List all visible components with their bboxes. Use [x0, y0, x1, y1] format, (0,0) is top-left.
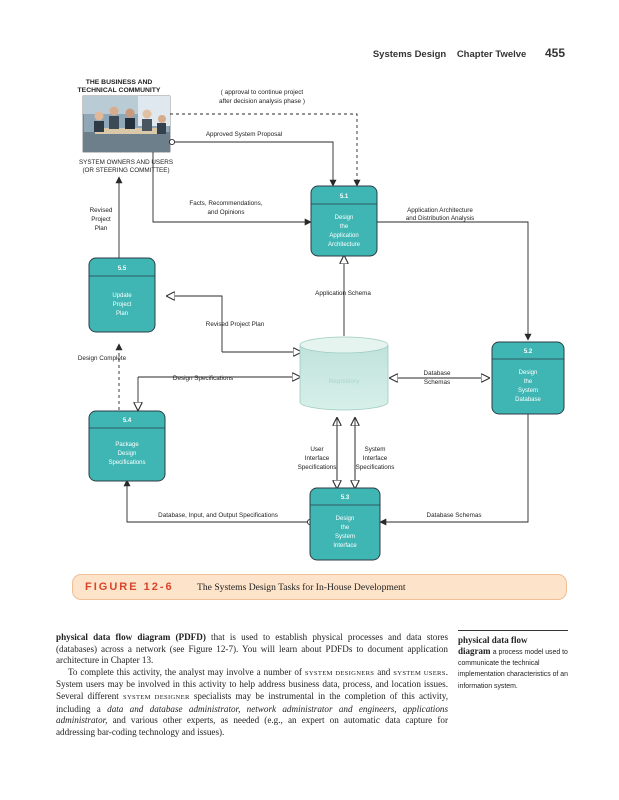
paragraph-text: and various other experts, as needed (e.…	[56, 715, 448, 737]
term-pdfd: physical data flow diagram (PDFD)	[56, 632, 206, 642]
label-facts-2: and Opinions	[207, 209, 244, 216]
role-system-designer: system designer	[122, 693, 190, 701]
community-title-2: TECHNICAL COMMUNITY	[78, 87, 161, 94]
label-db-schemas-1: Database	[424, 370, 451, 377]
process-name-line: Package	[115, 442, 139, 448]
process-id: 5.4	[123, 418, 132, 424]
process-5-3: 5.3 Design the System Interface	[309, 487, 381, 561]
figure-label: FIGURE 12-6	[85, 581, 174, 593]
flow-dbio-specs	[123, 479, 310, 523]
process-name-line: Design	[336, 516, 355, 522]
process-id: 5.1	[340, 194, 349, 200]
label-user-iface-3: Specifications	[298, 464, 337, 471]
process-name-line: Update	[112, 293, 132, 299]
paragraph-text: To complete this activity, the analyst m…	[68, 666, 302, 677]
glossary-term-line: physical data flow	[458, 635, 528, 645]
process-5-1: 5.1 Design the Application Architecture	[310, 185, 378, 257]
label-revised-plan-2: Project	[91, 216, 111, 223]
meeting-photo	[82, 95, 171, 153]
paragraph-text: . System users may be involved in this a…	[56, 666, 449, 701]
process-name-line: Architecture	[328, 242, 361, 248]
label-sys-iface-2: Interface	[363, 455, 388, 462]
process-name-line: Design	[335, 215, 354, 221]
community-note-2: after decision analysis phase )	[219, 98, 305, 105]
paragraph-text: that is used to establish physical proce…	[56, 632, 448, 666]
label-design-specs: Design Specifications	[173, 375, 233, 382]
data-store: Repository	[299, 336, 389, 411]
process-5-2: 5.2 Design the System Database	[491, 341, 565, 415]
glossary-term-line: diagram	[458, 645, 491, 656]
process-name-line: Design	[519, 370, 538, 376]
role-system-designers: system designers	[304, 669, 375, 677]
flow-approved-proposal	[170, 141, 337, 187]
label-app-arch-2: and Distribution Analysis	[406, 215, 475, 222]
figure-title: The Systems Design Tasks for In-House De…	[197, 582, 406, 593]
process-5-4: 5.4 Package Design Specifications	[88, 410, 166, 482]
body-text: physical data flow diagram (PDFD) that i…	[56, 632, 448, 738]
process-id: 5.5	[118, 266, 127, 272]
process-name-line: System	[518, 388, 538, 394]
running-title: Systems Design	[372, 49, 447, 60]
label-app-schema: Application Schema	[315, 290, 371, 297]
process-name-line: Design	[118, 451, 137, 457]
flow-revised-plan-left	[167, 296, 223, 352]
process-id: 5.2	[524, 349, 533, 355]
role-list: data and database administrator, network…	[56, 703, 449, 726]
label-user-iface-2: Interface	[305, 455, 330, 462]
label-revised-plan-1: Revised	[90, 207, 113, 214]
flow-origin-dot	[168, 138, 176, 146]
flow-app-arch	[377, 221, 532, 341]
label-revised-plan-3: Plan	[95, 225, 108, 232]
community-title-1: THE BUSINESS AND	[86, 79, 153, 86]
label-app-arch-1: Application Architecture	[407, 207, 473, 214]
label-db-schemas-2: Schemas	[424, 379, 450, 386]
role-system-users: system users	[393, 669, 446, 677]
flow-lines	[115, 113, 532, 526]
data-store-label: Repository	[328, 378, 360, 385]
process-name-line: Application	[329, 233, 358, 239]
running-chapter: Chapter Twelve	[456, 49, 527, 60]
owners-line-2: (OR STEERING COMMITTEE)	[82, 167, 169, 174]
label-design-complete: Design Complete	[78, 355, 127, 362]
community-note-1: ( approval to continue project	[221, 89, 304, 96]
running-header: Systems Design Chapter Twelve 455	[373, 46, 565, 60]
owners-line-1: SYSTEM OWNERS AND USERS	[79, 159, 173, 166]
process-name-line: Specifications	[108, 460, 145, 466]
process-name-line: Interface	[333, 543, 357, 549]
process-name-line: Plan	[116, 311, 128, 317]
process-name-line: Project	[113, 302, 132, 308]
label-db-schemas-bottom: Database Schemas	[427, 512, 482, 519]
label-dbio-specs: Database, Input, and Output Specificatio…	[158, 512, 278, 519]
process-5-5: 5.5 Update Project Plan	[88, 257, 156, 333]
process-name-line: the	[341, 525, 350, 531]
process-name-line: System	[335, 534, 355, 540]
paragraph-text: specialists may be instrumental in the c…	[56, 690, 449, 714]
glossary-definition: a process model used to communicate the …	[458, 648, 568, 690]
process-name-line: the	[524, 379, 533, 385]
label-sys-iface-3: Specifications	[356, 464, 395, 471]
label-user-iface-1: User	[310, 446, 323, 453]
systems-design-diagram: THE BUSINESS AND TECHNICAL COMMUNITY SYS…	[78, 79, 565, 561]
flow-approval-dashed	[170, 113, 361, 187]
paragraph: physical data flow diagram (PDFD) that i…	[56, 632, 448, 667]
process-id: 5.3	[341, 495, 350, 501]
process-name-line: the	[340, 224, 349, 230]
page-number: 455	[544, 46, 565, 60]
label-revised-project-plan: Revised Project Plan	[206, 321, 265, 328]
label-facts-1: Facts, Recommendations,	[189, 200, 262, 207]
label-approved-proposal: Approved System Proposal	[206, 131, 282, 138]
process-name-line: Database	[515, 397, 541, 403]
flow-facts	[152, 152, 312, 226]
figure-caption: FIGURE 12-6 The Systems Design Tasks for…	[72, 574, 567, 600]
flow-db-schemas-bottom	[379, 414, 529, 526]
paragraph: To complete this activity, the analyst m…	[56, 667, 448, 739]
label-sys-iface-1: System	[365, 446, 386, 453]
paragraph-text: and	[377, 666, 391, 677]
